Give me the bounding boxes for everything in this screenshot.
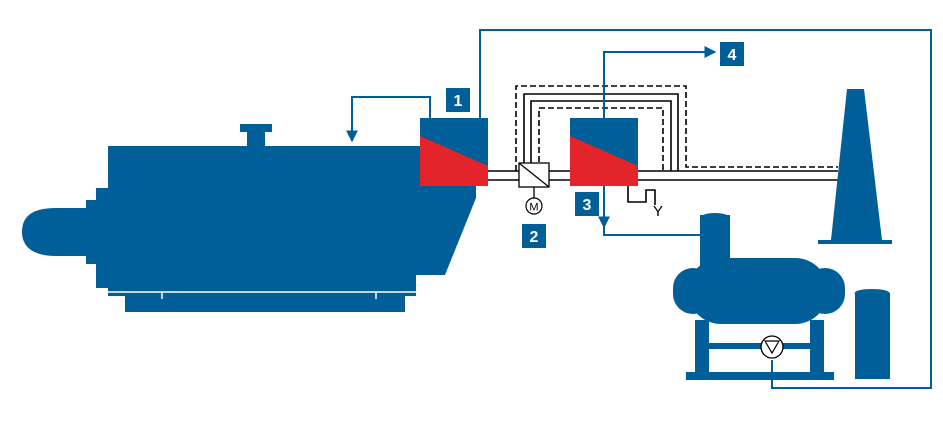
- svg-text:4: 4: [728, 47, 737, 64]
- motor-icon: M: [525, 197, 543, 215]
- label-3: 3: [575, 192, 599, 216]
- condensate-drain: [627, 186, 656, 205]
- economizer-2: [570, 118, 638, 186]
- drain-symbol: Y: [653, 203, 663, 220]
- chimney-icon: [818, 89, 892, 244]
- water-pipes: [346, 29, 932, 389]
- svg-text:2: 2: [530, 229, 539, 246]
- svg-text:3: 3: [583, 197, 592, 214]
- tank-icon: [673, 213, 890, 380]
- svg-text:1: 1: [454, 93, 463, 110]
- motor-symbol: M: [529, 202, 538, 214]
- pump-icon: [760, 335, 784, 359]
- bypass-duct: [515, 85, 838, 171]
- label-1: 1: [446, 88, 470, 112]
- label-2: 2: [522, 224, 546, 248]
- label-4: 4: [720, 42, 744, 66]
- boiler-icon: [22, 124, 476, 312]
- flap-damper-icon: [518, 162, 550, 198]
- boiler-seams: [108, 291, 440, 299]
- economizer-1: [420, 118, 488, 186]
